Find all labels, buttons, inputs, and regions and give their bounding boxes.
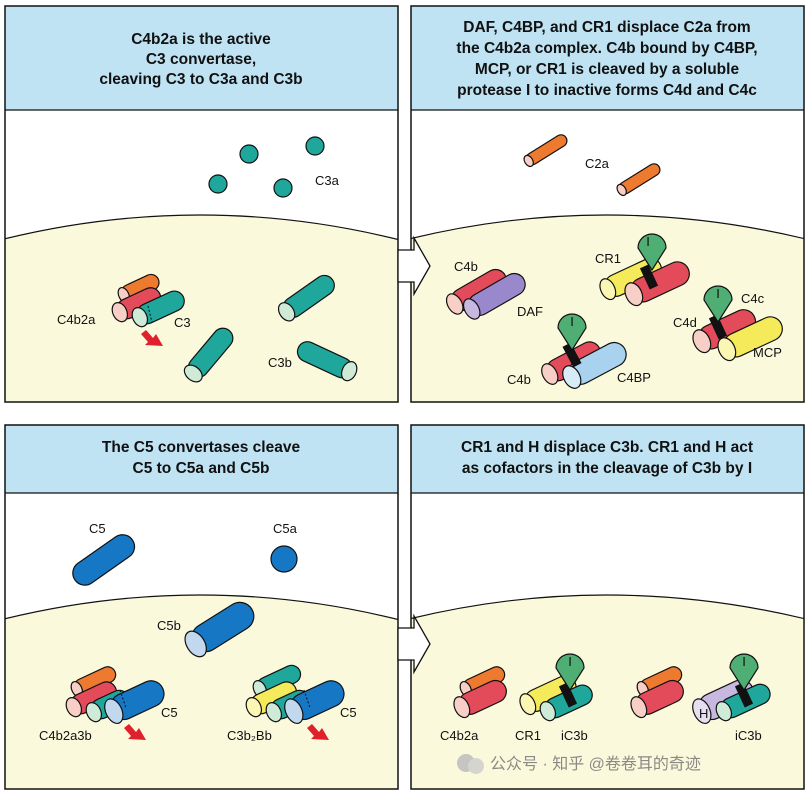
c4b2a-complex xyxy=(453,666,507,719)
panel-c5-convertases: The C5 convertases cleave C5 to C5a and … xyxy=(4,424,399,790)
label-i-4: I xyxy=(568,654,572,669)
panel-4-header xyxy=(411,425,804,493)
panel-2-title-line-4: protease I to inactive forms C4d and C4c xyxy=(457,82,757,99)
label-ic3b-1: iC3b xyxy=(561,728,588,743)
label-c3: C3 xyxy=(174,315,191,330)
label-c3b2bb: C3b₂Bb xyxy=(227,728,272,743)
label-c5-2: C5 xyxy=(340,705,357,720)
watermark-text: 公众号 · 知乎 @卷卷耳的奇迹 xyxy=(490,755,701,773)
c4b2a3b-c5-complex xyxy=(65,666,165,725)
next-step-arrow-1 xyxy=(397,235,431,297)
protease-i-marker xyxy=(557,313,587,352)
mcp-c4b-protease-complex xyxy=(692,285,783,362)
panel-1-title-line-2: C3 convertase, xyxy=(146,51,256,68)
next-step-arrow-2 xyxy=(397,613,431,675)
c4b-daf-complex xyxy=(445,268,526,320)
label-c4b2a: C4b2a xyxy=(440,728,479,743)
c4b2a-complex-2 xyxy=(630,666,684,719)
cleavage-arrow xyxy=(124,724,146,740)
panel-2-title-line-2: the C4b2a complex. C4b bound by C4BP, xyxy=(456,40,757,57)
label-i-3: I xyxy=(716,286,720,301)
label-c4b: C4b xyxy=(454,259,478,274)
c2a-fragments xyxy=(523,134,661,197)
label-c3b: C3b xyxy=(268,355,292,370)
panel-1-header xyxy=(5,6,398,110)
protease-i-marker xyxy=(637,233,667,272)
c3a-ball xyxy=(208,174,228,194)
protease-i-marker xyxy=(703,285,733,324)
c3a-fragments xyxy=(208,136,325,198)
protease-i-marker xyxy=(555,653,585,692)
panel-3-header xyxy=(5,425,398,493)
cell-membrane-4 xyxy=(411,594,804,789)
label-c5: C5 xyxy=(89,521,106,536)
label-c5a: C5a xyxy=(273,521,298,536)
panel-3-title-line-2: C5 to C5a and C5b xyxy=(133,460,270,477)
panel-cr1-h-displace-c3b: CR1 and H displace C3b. CR1 and H act as… xyxy=(410,424,805,790)
label-c5b: C5b xyxy=(157,618,181,633)
panel-regulators-displace-c2a: DAF, C4BP, and CR1 displace C2a from the… xyxy=(410,5,805,403)
label-i-5: I xyxy=(742,654,746,669)
cr1-c4b-protease-complex xyxy=(599,233,690,307)
c5b-molecule xyxy=(184,601,255,658)
label-daf: DAF xyxy=(517,304,543,319)
c5a-ball xyxy=(270,545,298,573)
c4bp-c4b-protease-complex xyxy=(541,313,627,389)
label-mcp: MCP xyxy=(753,345,782,360)
label-i-1: I xyxy=(646,234,650,249)
panel-3-title-line-1: The C5 convertases cleave xyxy=(102,439,301,456)
label-c4b-2: C4b xyxy=(507,372,531,387)
label-ic3b-2: iC3b xyxy=(735,728,762,743)
label-c2a: C2a xyxy=(585,156,610,171)
c3b2bb-c5-complex xyxy=(245,664,345,725)
panel-1-title-line-1: C4b2a is the active xyxy=(131,31,271,48)
watermark: 公众号 · 知乎 @卷卷耳的奇迹 xyxy=(457,754,701,774)
label-c4d: C4d xyxy=(673,315,697,330)
label-i-2: I xyxy=(570,314,574,329)
cr1-ic3b-protease-complex xyxy=(519,653,593,722)
label-c4bp: C4BP xyxy=(617,370,651,385)
label-h: H xyxy=(699,706,708,721)
label-c4b2a: C4b2a xyxy=(57,312,96,327)
cleavage-arrow xyxy=(307,724,329,740)
protease-i-marker xyxy=(729,653,759,692)
c3b-fragments xyxy=(183,274,358,383)
panel-1-title-line-3: cleaving C3 to C3a and C3b xyxy=(99,71,302,88)
panel-4-title-line-2: as cofactors in the cleavage of C3b by I xyxy=(462,460,752,477)
label-cr1-4: CR1 xyxy=(515,728,541,743)
c4b2a-c3-complex xyxy=(111,273,185,328)
cell-membrane-3 xyxy=(5,594,398,789)
c5-molecule xyxy=(72,534,136,586)
panel-2-title-line-1: DAF, C4BP, and CR1 displace C2a from xyxy=(463,19,750,36)
cleavage-arrow xyxy=(141,330,163,346)
label-c4c: C4c xyxy=(741,291,765,306)
c3a-ball xyxy=(273,178,293,198)
label-c3a: C3a xyxy=(315,173,340,188)
panel-2-header xyxy=(411,6,804,110)
label-c5-1: C5 xyxy=(161,705,178,720)
cell-membrane-2 xyxy=(411,214,804,402)
c3a-ball xyxy=(305,136,325,156)
label-cr1: CR1 xyxy=(595,251,621,266)
label-c4b2a3b: C4b2a3b xyxy=(39,728,92,743)
c3a-ball xyxy=(239,144,259,164)
panel-c3-convertase: C4b2a is the active C3 convertase, cleav… xyxy=(4,5,399,403)
h-ic3b-protease-complex xyxy=(692,653,771,725)
panel-2-title-line-3: MCP, or CR1 is cleaved by a soluble xyxy=(475,61,740,78)
panel-4-title-line-1: CR1 and H displace C3b. CR1 and H act xyxy=(461,439,753,456)
